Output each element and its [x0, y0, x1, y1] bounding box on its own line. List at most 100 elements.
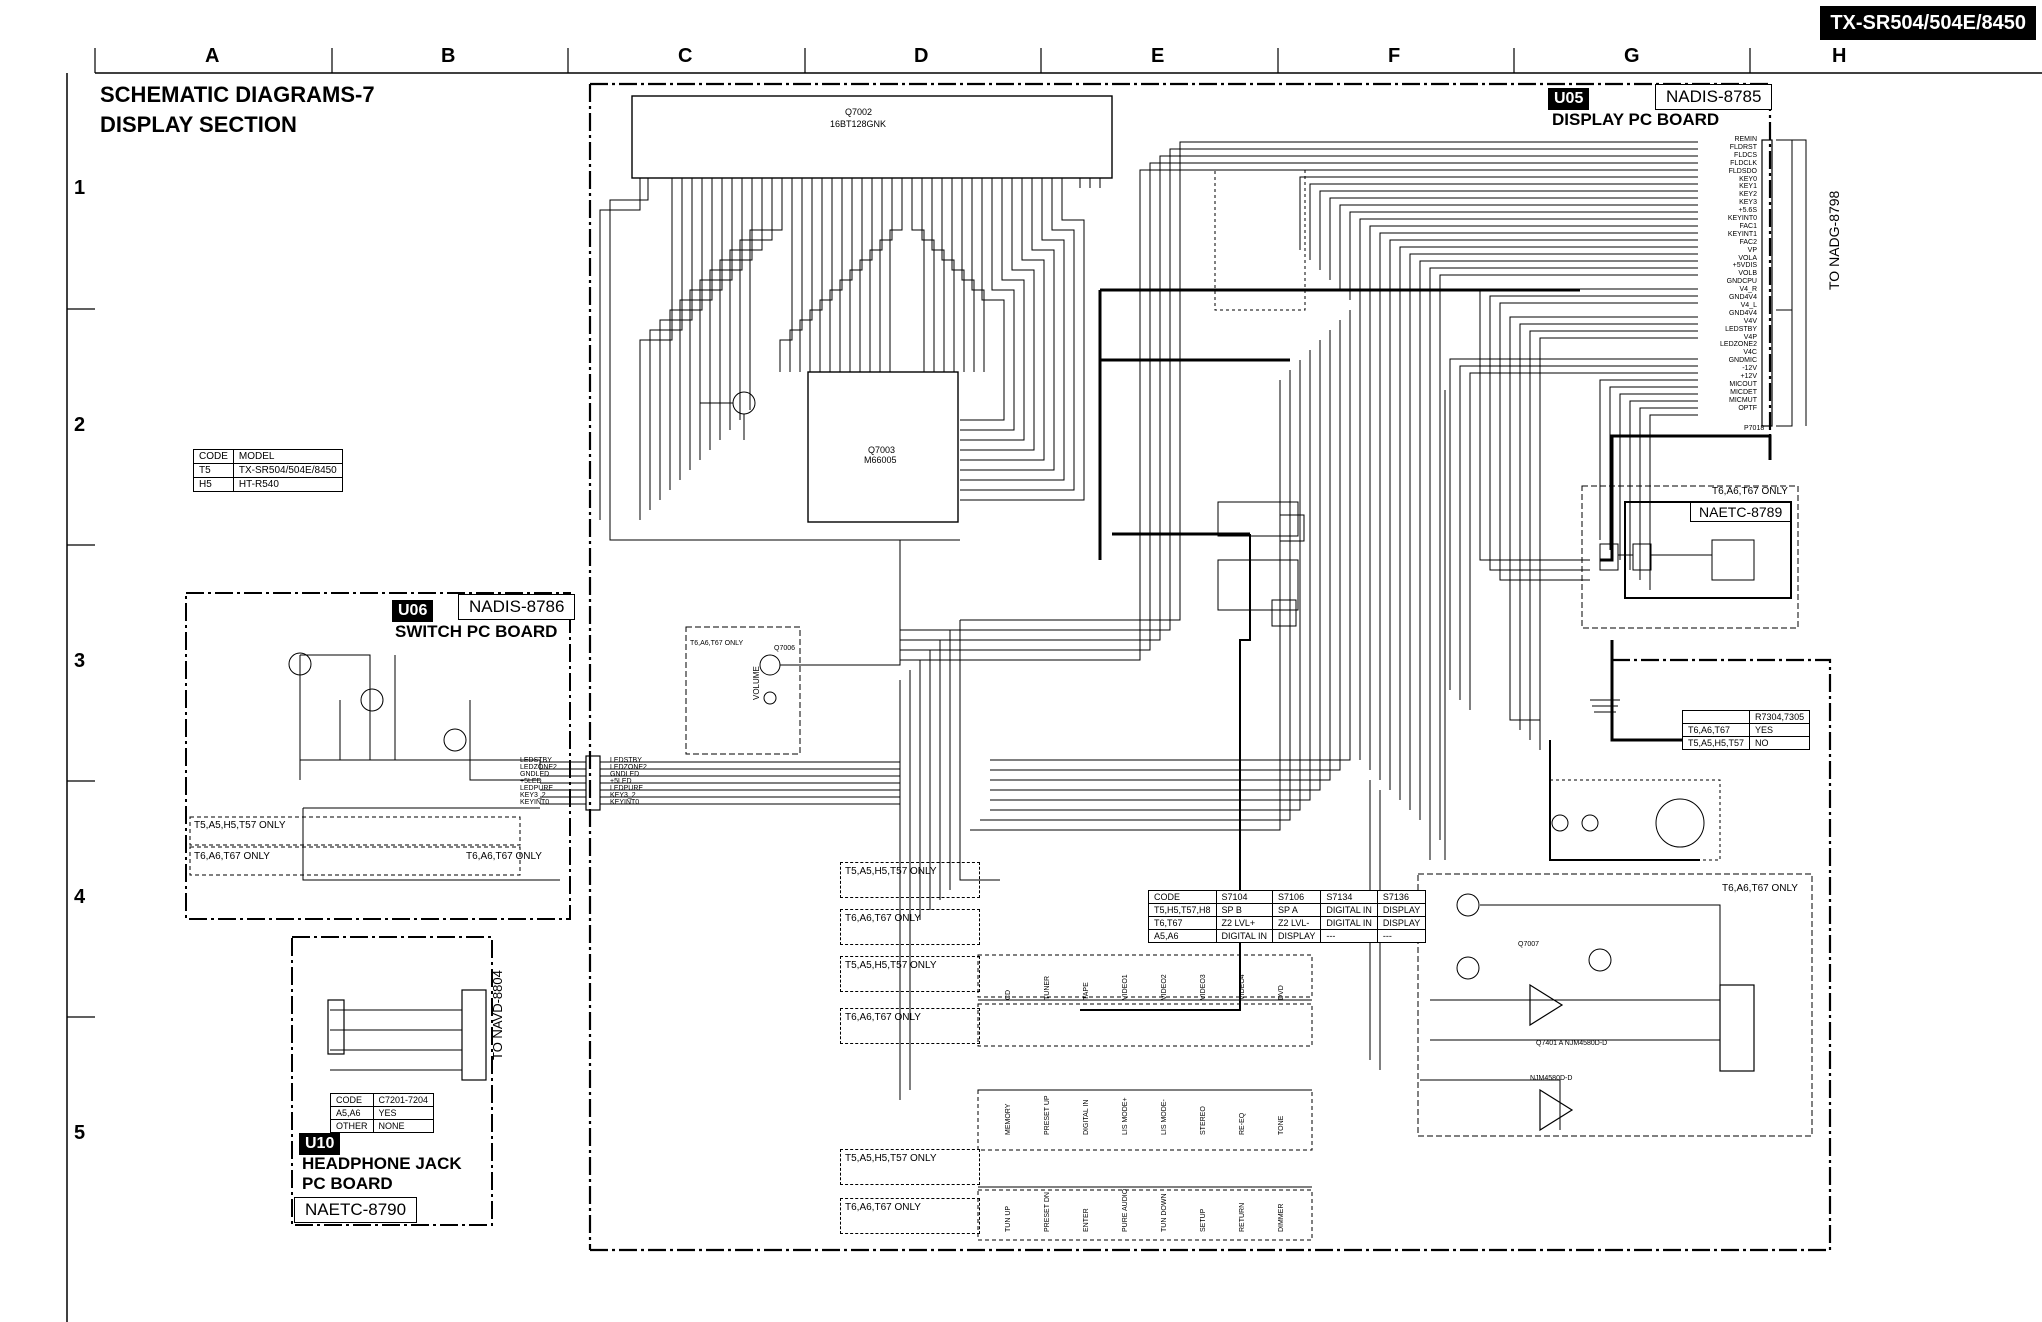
switch-label: LIS MODE+ — [1122, 1097, 1129, 1135]
connector-pin-label: KEYINT0 — [1727, 215, 1757, 222]
r7304-cell: YES — [1749, 723, 1811, 737]
connector-pin-label: FLDRST — [1729, 143, 1757, 151]
u06-tag: U06 — [392, 600, 434, 622]
column-label-b: B — [441, 45, 456, 67]
switch-table-header: S7134 — [1320, 890, 1378, 904]
ic-label: NJM4580D-D — [1530, 1075, 1573, 1082]
c7201-header: C7201-7204 — [372, 1093, 435, 1107]
connector-pin-label: LEDZONE2 — [1720, 341, 1757, 349]
c7201-cell: YES — [372, 1106, 435, 1120]
u06-signal-label-right: LEDSTBY — [610, 757, 642, 764]
switch-code-table: CODE S7104 S7106 S7134 S7136 T5,H5,T57,H… — [1148, 890, 1427, 943]
switch-label: TONE — [1278, 1115, 1285, 1135]
naetc8789-note: T6,A6,T67 ONLY — [1712, 486, 1788, 497]
switch-label: TUN UP — [1005, 1205, 1012, 1232]
connector-pin-label: V4C — [1743, 349, 1757, 357]
t5-only-box-3 — [840, 1149, 980, 1185]
u06-t6-only-label: T6,A6,T67 ONLY — [194, 851, 270, 862]
row-label-5: 5 — [74, 1122, 86, 1144]
column-label-c: C — [678, 45, 693, 67]
connector-pin-label: GND4V4 — [1728, 309, 1757, 317]
code-model-cell: TX-SR504/504E/8450 — [232, 463, 343, 478]
column-label-f: F — [1388, 45, 1401, 67]
title-line-1: SCHEMATIC DIAGRAMS-7 — [100, 82, 375, 107]
connector-pin-label: -12V — [1742, 365, 1757, 373]
r7304-cell: T5,A5,H5,T57 — [1681, 736, 1751, 750]
connector-pin-label: KEY0 — [1739, 175, 1757, 183]
switch-table-cell: DISPLAY — [1272, 929, 1322, 943]
connector-pin-label: GNDCPU — [1726, 278, 1757, 286]
q7002-ref: Q7002 — [845, 107, 873, 117]
switch-table-cell: T6,T67 — [1148, 916, 1217, 930]
connector-pin-label: GND4V4 — [1728, 294, 1757, 301]
u10-board-title-1: HEADPHONE JACK — [302, 1154, 462, 1173]
r7304-header — [1681, 710, 1751, 724]
u06-signal-label-right: LEDPURE — [610, 785, 644, 792]
connector-pin-label: KEY2 — [1739, 191, 1757, 199]
switch-label: ENTER — [1083, 1208, 1090, 1232]
q7002-part: 16BT128GNK — [830, 119, 887, 129]
switch-label: PURE AUDIO — [1122, 1188, 1129, 1232]
row-label-2: 2 — [74, 414, 86, 436]
code-model-table: CODE MODEL T5 TX-SR504/504E/8450 H5 HT-R… — [193, 449, 343, 492]
switch-label: TAPE — [1083, 982, 1090, 1000]
switch-table-header: S7104 — [1215, 890, 1274, 904]
t5-only-box-2 — [840, 956, 980, 992]
u06-board-number: NADIS-8786 — [458, 594, 576, 620]
switch-table-cell: DISPLAY — [1376, 903, 1427, 917]
connector-pin-label: KEY3 — [1739, 199, 1757, 207]
switch-label: RETURN — [1239, 1202, 1246, 1232]
switch-label: LIS MODE- — [1161, 1099, 1168, 1135]
switch-table-cell: Z2 LVL- — [1272, 916, 1322, 930]
connector-pin-label: REMIN — [1734, 136, 1757, 143]
u05-board-title: DISPLAY PC BOARD — [1552, 110, 1720, 129]
switch-table-header: S7106 — [1272, 890, 1322, 904]
switch-label: VIDEO3 — [1200, 974, 1207, 1000]
column-label-e: E — [1151, 45, 1165, 67]
u06-signal-label: KEYINT0 — [520, 799, 550, 806]
c7201-cell: OTHER — [330, 1119, 374, 1133]
t5-only-box-1 — [840, 862, 980, 898]
switch-label: PRESET DN — [1044, 1192, 1051, 1232]
switch-table-cell: --- — [1376, 929, 1427, 943]
switch-table-cell: DIGITAL IN — [1320, 916, 1378, 930]
u06-t6-only-label-2: T6,A6,T67 ONLY — [466, 851, 542, 862]
naetc8789-number: NAETC-8789 — [1690, 502, 1792, 522]
switch-table-cell: DISPLAY — [1376, 916, 1427, 930]
switch-label: TUN DOWN — [1161, 1193, 1168, 1233]
column-label-d: D — [914, 45, 929, 67]
connector-ref: P7018 — [1744, 425, 1765, 432]
u06-signal-label-right: KEYINT0 — [610, 799, 640, 806]
u06-signal-label: KEY3_2 — [520, 792, 546, 799]
c7201-table: CODE C7201-7204 A5,A6 YES OTHER NONE — [330, 1093, 435, 1133]
u06-t5-only-label: T5,A5,H5,T57 ONLY — [194, 820, 286, 831]
volume-t6-only-label: T6,A6,T67 ONLY — [690, 640, 744, 647]
u05-tag: U05 — [1548, 88, 1590, 110]
connector-pin-label: +12V — [1740, 373, 1757, 380]
t6-only-label-1: T6,A6,T67 ONLY — [845, 913, 921, 924]
switch-table-cell: --- — [1320, 929, 1378, 943]
volume-label: VOLUME — [752, 666, 761, 700]
switch-label: TUNER — [1044, 975, 1051, 1000]
q7007-ref: Q7007 — [1518, 941, 1540, 948]
connector-pin-label: FAC1 — [1739, 222, 1757, 230]
switch-label: PRESET UP — [1044, 1095, 1051, 1135]
switch-table-header: CODE — [1148, 890, 1217, 904]
row-label-4: 4 — [74, 886, 86, 908]
u06-signal-label-right: GNDLED — [610, 771, 640, 778]
switch-label: DIMMER — [1278, 1203, 1285, 1232]
code-model-cell: HT-R540 — [232, 477, 343, 492]
switch-label: SETUP — [1200, 1208, 1207, 1232]
connector-pin-label: LEDSTBY — [1725, 325, 1757, 333]
u06-signal-label: LEDPURE — [520, 785, 554, 792]
switch-label: STEREO — [1200, 1106, 1207, 1135]
t6-only-box-2 — [840, 1008, 980, 1044]
u05-board-number: NADIS-8785 — [1655, 84, 1773, 110]
row-label-1: 1 — [74, 177, 86, 199]
row-label-3: 3 — [74, 650, 86, 672]
r7304-header: R7304,7305 — [1749, 710, 1811, 724]
t5-only-label-2: T5,A5,H5,T57 ONLY — [845, 960, 937, 971]
connector-pin-label: V4_L — [1740, 301, 1757, 309]
r7304-table: R7304,7305 T6,A6,T67 YES T5,A5,H5,T57 NO — [1681, 710, 1811, 750]
